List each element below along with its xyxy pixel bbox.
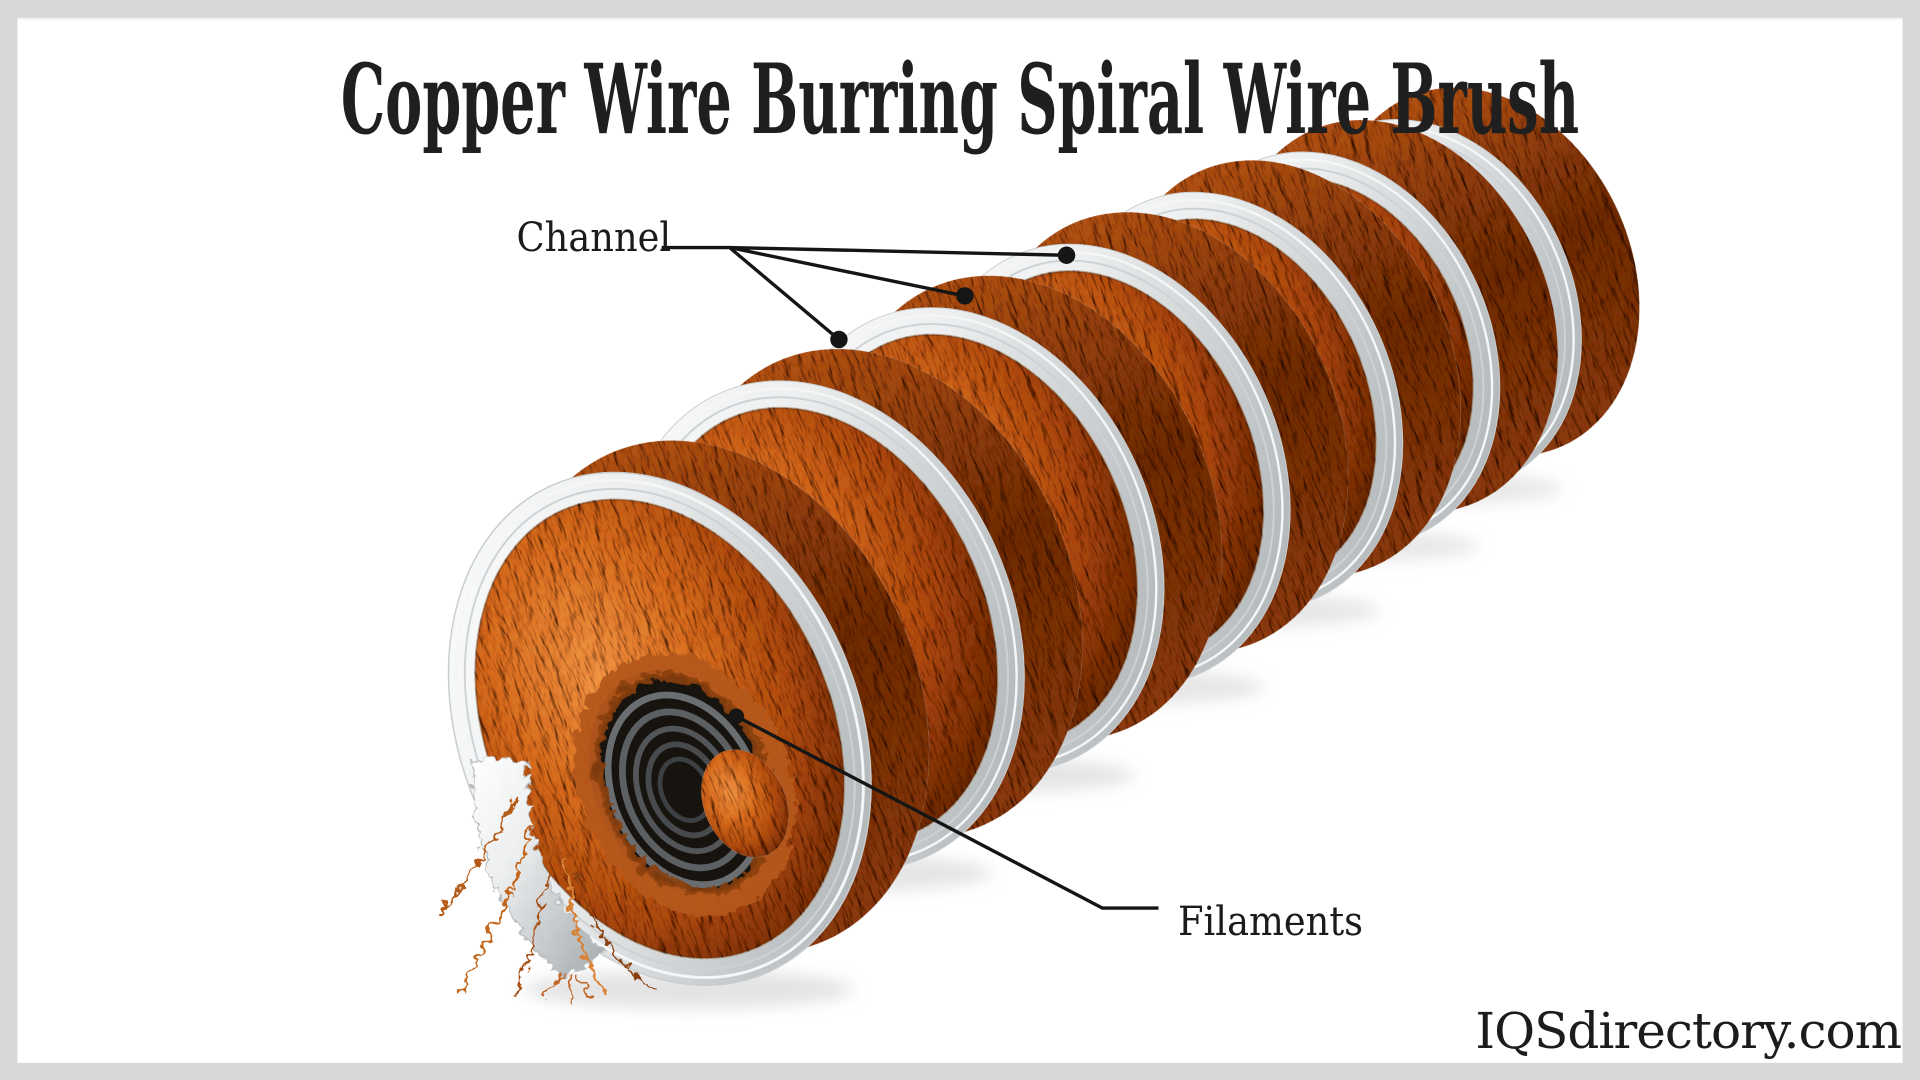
filaments-leader-line — [735, 714, 1159, 910]
brush-core-hole — [569, 651, 791, 914]
brush-rings — [433, 87, 1640, 1001]
channel-leader-line — [661, 245, 1067, 341]
channel-callout — [661, 245, 1067, 341]
channel-dot-3 — [830, 330, 848, 349]
channel-dot-2 — [956, 287, 974, 305]
filaments-callout — [728, 708, 1159, 910]
watermark: IQSdirectory.com — [1475, 1002, 1902, 1060]
loose-filaments — [433, 790, 652, 1001]
brush-ring-1 — [433, 440, 930, 1001]
channel-callout-dots — [830, 246, 1076, 349]
channel-label: Channel — [516, 215, 672, 261]
channel-dot-1 — [1057, 246, 1076, 264]
diagram-title: Copper Wire Burring Spiral Wire Brush — [340, 43, 1580, 156]
diagram-canvas: Copper Wire Burring Spiral Wire Brush Ch… — [17, 17, 1903, 1063]
frayed-channel-end — [433, 754, 652, 1001]
filaments-label: Filaments — [1178, 899, 1364, 945]
filaments-dot — [728, 708, 745, 725]
brush-illustration — [433, 87, 1640, 1009]
